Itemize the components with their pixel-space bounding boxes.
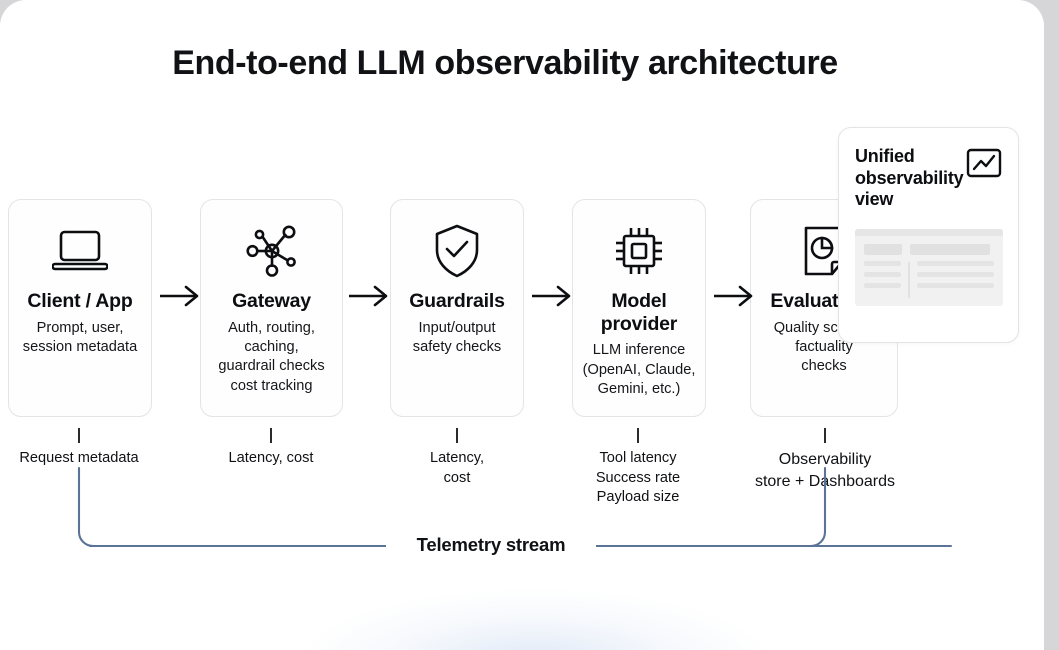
metric-label: Tool latency Success rate Payload size (595, 450, 681, 506)
skeleton-header-bar (855, 228, 1003, 236)
skeleton-line (916, 271, 994, 277)
overlay-header: Unified observability view (855, 146, 1002, 211)
metric-label: Latency, cost (429, 450, 485, 486)
arrow-right-icon (347, 283, 391, 309)
network-hub-icon (244, 222, 300, 280)
stage-desc: LLM inference (OpenAI, Claude, Gemini, e… (582, 342, 696, 398)
metric-label: Latency, cost (228, 450, 314, 466)
stage-title: Guardrails (409, 290, 505, 312)
laptop-icon (52, 222, 108, 280)
metric-observability-store: Observability store + Dashboards (730, 428, 920, 492)
stage-card-client-app[interactable]: Client / App Prompt, user, session metad… (8, 199, 152, 417)
skeleton-block (910, 243, 990, 255)
metric-latency-cost-gateway: Latency, cost (196, 428, 346, 469)
skeleton-line (864, 271, 901, 277)
arrow-right-icon (712, 283, 756, 309)
page-title: End-to-end LLM observability architectur… (172, 44, 838, 82)
tick-mark (824, 428, 826, 443)
arrow-right-icon (158, 283, 202, 309)
stage-card-guardrails[interactable]: Guardrails Input/output safety checks (390, 199, 524, 417)
metric-latency-cost-guardrails: Latency, cost (392, 428, 522, 488)
stage-card-gateway[interactable]: Gateway Auth, routing, caching, guardrai… (200, 199, 343, 417)
stage-title: Model provider (600, 290, 678, 335)
metric-tool-latency: Tool latency Success rate Payload size (566, 428, 710, 508)
skeleton-row (864, 271, 994, 277)
arrow-right-icon (530, 283, 574, 309)
unified-observability-panel[interactable]: Unified observability view (838, 127, 1019, 343)
stage-title: Client / App (27, 290, 133, 312)
stage-title: Gateway (232, 290, 311, 312)
cpu-chip-icon (612, 222, 666, 280)
skeleton-divider (908, 261, 910, 298)
dashboard-skeleton (855, 228, 1003, 306)
skeleton-line (916, 260, 994, 266)
metric-label: Request metadata (19, 450, 139, 466)
stage-desc: Input/output safety checks (412, 319, 502, 356)
skeleton-row (864, 282, 994, 288)
stage-desc: Prompt, user, session metadata (22, 319, 138, 356)
tick-mark (78, 428, 80, 443)
skeleton-block (864, 243, 902, 255)
overlay-title: Unified observability view (855, 146, 964, 210)
skeleton-row (864, 260, 994, 266)
line-chart-icon (966, 148, 1002, 183)
shield-check-icon (432, 222, 482, 280)
metric-label: Observability store + Dashboards (754, 451, 896, 490)
skeleton-line (864, 260, 901, 266)
skeleton-line (864, 282, 901, 288)
bottom-glow (300, 590, 770, 650)
skeleton-row (864, 243, 994, 255)
stage-card-model-provider[interactable]: Model provider LLM inference (OpenAI, Cl… (572, 199, 706, 417)
metric-request-metadata: Request metadata (0, 428, 158, 469)
document-pie-chart-icon (800, 222, 848, 280)
telemetry-stream-label: Telemetry stream (386, 534, 596, 556)
tick-mark (456, 428, 458, 443)
stage-desc: Auth, routing, caching, guardrail checks… (218, 319, 325, 394)
tick-mark (637, 428, 639, 443)
tick-mark (270, 428, 272, 443)
skeleton-line (916, 282, 994, 288)
